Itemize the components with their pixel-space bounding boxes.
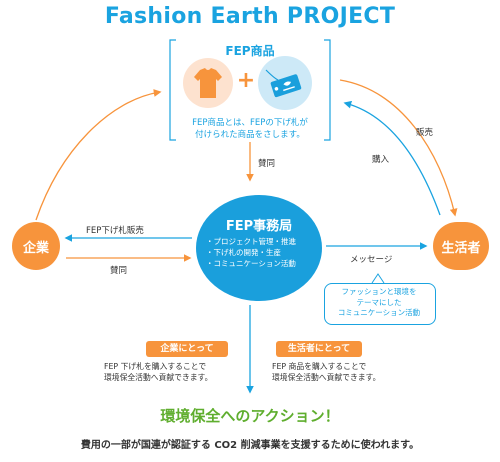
bubble-line2: テーマにした	[356, 297, 402, 307]
label-message: メッセージ	[350, 255, 393, 265]
message-bubble-text: ファッションと環境を テーマにした コミュニケーション活動	[326, 287, 432, 319]
footer-note: 費用の一部が国連が認証する CO2 削減事業を支援するために使われます。	[80, 440, 420, 451]
product-heading: FEP商品	[225, 44, 275, 58]
product-description: FEP商品とは、FEPの下げ札が 付けられた商品をさします。	[170, 117, 330, 141]
for-consumer-line2: 環境保全活動へ貢献できます。	[272, 373, 381, 382]
office-duty: ・プロジェクト管理・推進	[206, 237, 296, 246]
hang-tag-icon	[258, 56, 312, 110]
product-frame-left	[169, 39, 176, 141]
office-duty: ・下げ札の開発・生産	[206, 248, 281, 257]
office-duties: ・プロジェクト管理・推進 ・下げ札の開発・生産 ・コミュニケーション活動	[206, 236, 326, 269]
product-desc-line2: 付けられた商品をさします。	[195, 130, 305, 140]
office-title: FEP事務局	[225, 219, 293, 234]
bubble-line3: コミュニケーション活動	[337, 308, 421, 317]
product-frame-right	[324, 39, 331, 141]
label-support-top: 賛同	[258, 159, 276, 169]
office-duty: ・コミュニケーション活動	[206, 259, 296, 268]
arrow-company-product	[35, 89, 162, 221]
plus-sign: +	[236, 68, 256, 93]
for-consumer-badge: 生活者にとって	[276, 341, 362, 357]
fep-office-node	[196, 195, 322, 301]
label-support-company: 賛同	[110, 266, 128, 276]
bubble-line1: ファッションと環境を	[341, 287, 417, 296]
shirt-icon	[183, 58, 233, 108]
page-title: Fashion Earth PROJECT	[104, 4, 396, 29]
label-sales: 販売	[416, 128, 434, 138]
for-company-text: FEP 下げ札を購入することで 環境保全活動へ貢献できます。	[104, 361, 212, 383]
message-bubble	[324, 283, 436, 325]
company-node: 企業	[12, 222, 60, 270]
consumer-node: 生活者	[433, 222, 489, 270]
arrow-consumer-product	[343, 100, 441, 216]
label-purchase: 購入	[372, 155, 390, 165]
arrow-product-consumer	[339, 79, 458, 217]
for-company-line1: FEP 下げ札を購入することで	[104, 362, 207, 371]
for-company-badge: 企業にとって	[146, 341, 228, 357]
for-company-line2: 環境保全活動へ貢献できます。	[104, 373, 213, 382]
label-tag-sales: FEP下げ札販売	[86, 226, 144, 236]
bubble-tail	[371, 273, 385, 284]
for-consumer-line1: FEP 商品を購入することで	[272, 362, 367, 371]
action-heading: 環境保全へのアクション！	[160, 407, 340, 425]
for-consumer-text: FEP 商品を購入することで 環境保全活動へ貢献できます。	[272, 361, 380, 383]
product-desc-line1: FEP商品とは、FEPの下げ札が	[192, 118, 308, 128]
